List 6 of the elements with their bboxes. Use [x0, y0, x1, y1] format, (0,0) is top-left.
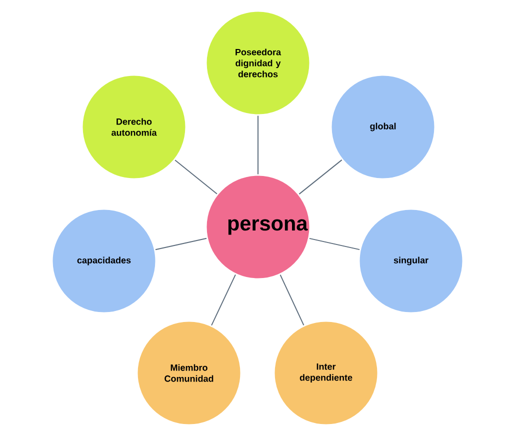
- connector-line: [155, 238, 207, 250]
- connector-line: [309, 238, 360, 250]
- connector-line: [280, 274, 304, 326]
- connector-line: [174, 160, 218, 194]
- connector-line: [211, 274, 236, 326]
- connector-line: [298, 159, 342, 195]
